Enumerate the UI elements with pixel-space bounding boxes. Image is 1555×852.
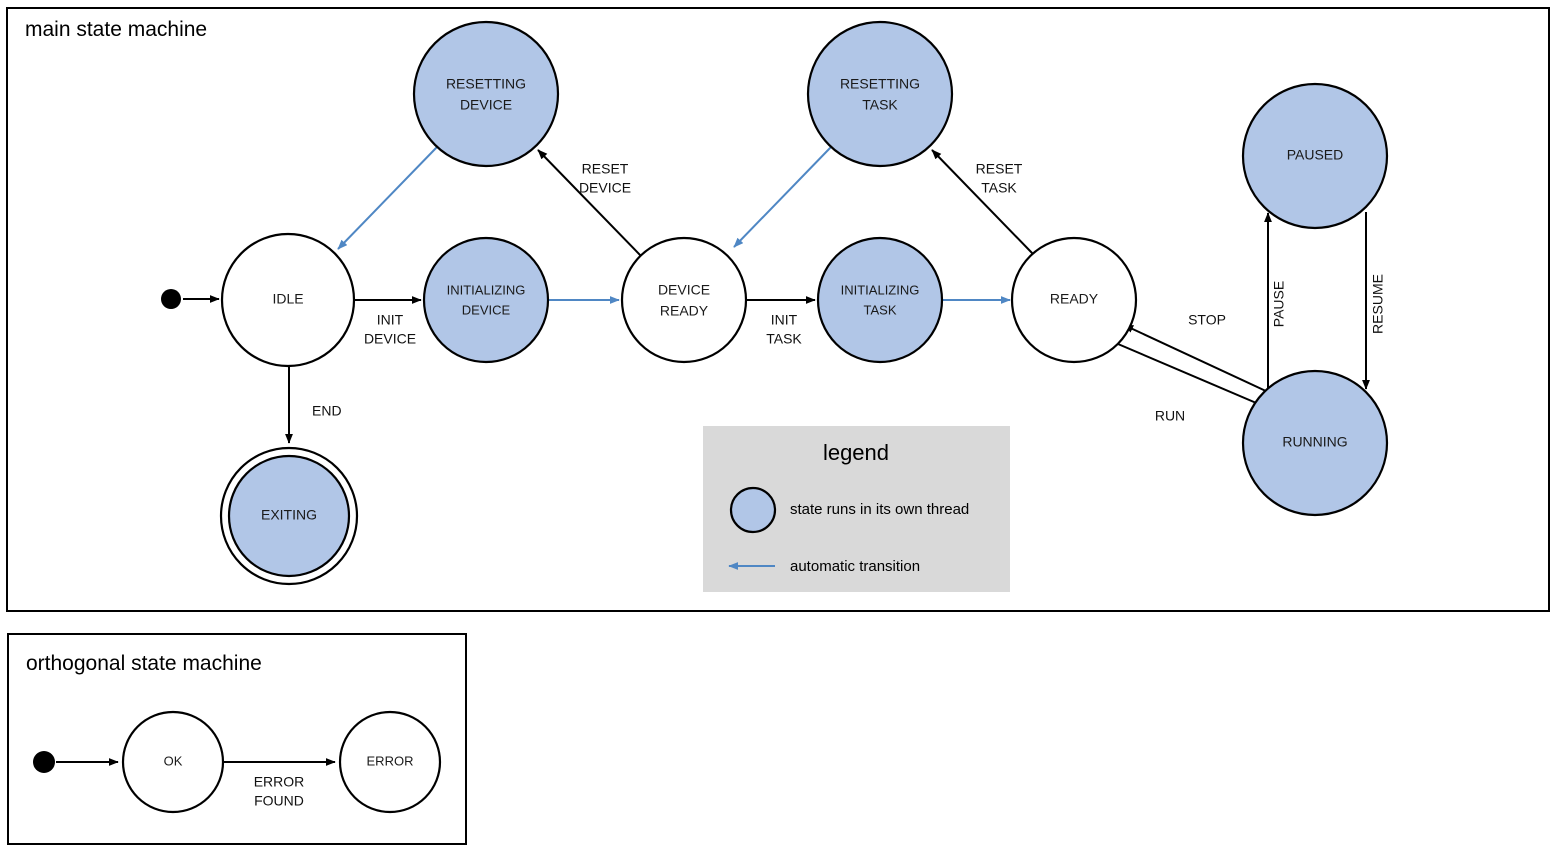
edge-resetting-device-idle: [337, 146, 438, 250]
orthogonal-frame-title: orthogonal state machine: [26, 652, 262, 675]
state-initializing-task-label-line1: INITIALIZING: [841, 282, 920, 297]
state-exiting-outer-ring: [219, 446, 359, 586]
state-paused-label: PAUSED: [1287, 147, 1344, 163]
edge-label-init-device-line1: INIT: [377, 312, 404, 328]
edge-running-ready: [1123, 324, 1269, 393]
state-resetting-task-label-line2: TASK: [862, 97, 898, 113]
state-resetting-task-label-line1: RESETTING: [840, 76, 920, 92]
edge-label-pause: PAUSE: [1271, 281, 1287, 327]
state-device-ready[interactable]: [620, 236, 748, 364]
state-paused[interactable]: [1241, 82, 1389, 230]
state-resetting-device-label-line1: RESETTING: [446, 76, 526, 92]
edge-label-error-found-line2: FOUND: [254, 793, 304, 809]
edge-label-reset-device-line2: DEVICE: [579, 180, 631, 196]
state-exiting-label: EXITING: [261, 507, 317, 523]
edge-label-stop: STOP: [1188, 312, 1226, 328]
state-idle[interactable]: [220, 232, 356, 368]
orthogonal-frame-box: [7, 633, 467, 845]
main-frame-title: main state machine: [25, 18, 207, 41]
state-ready[interactable]: [1010, 236, 1138, 364]
edge-device-ready-resetting-device: [537, 149, 642, 257]
legend-thread-state-swatch: [729, 486, 777, 534]
state-error-label: ERROR: [367, 753, 414, 768]
edge-label-init-task-line1: INIT: [771, 312, 798, 328]
edge-label-error-found-line1: ERROR: [254, 774, 305, 790]
edge-label-resume: RESUME: [1370, 274, 1386, 334]
orthogonal-initial-state-marker: [33, 751, 55, 773]
state-initializing-task[interactable]: [816, 236, 944, 364]
state-error[interactable]: [338, 710, 442, 814]
edge-label-end: END: [312, 403, 342, 419]
state-running-label: RUNNING: [1282, 434, 1347, 450]
state-ok-label: OK: [164, 753, 183, 768]
edge-label-reset-task-line2: TASK: [981, 180, 1017, 196]
initial-state-marker: [161, 289, 181, 309]
state-device-ready-label-line2: READY: [660, 303, 709, 319]
state-device-ready-label-line1: DEVICE: [658, 282, 710, 298]
state-initializing-device[interactable]: [422, 236, 550, 364]
edge-label-reset-task-line1: RESET: [976, 161, 1023, 177]
edge-label-init-task-line2: TASK: [766, 331, 802, 347]
edge-ready-running: [1117, 343, 1269, 409]
state-ready-label: READY: [1050, 291, 1099, 307]
state-exiting[interactable]: [227, 454, 351, 578]
state-initializing-device-label-line2: DEVICE: [462, 302, 511, 317]
state-resetting-device-label-line2: DEVICE: [460, 97, 512, 113]
state-running[interactable]: [1241, 369, 1389, 517]
state-initializing-device-label-line1: INITIALIZING: [447, 282, 526, 297]
state-ok[interactable]: [121, 710, 225, 814]
main-frame-box: [6, 7, 1550, 612]
legend-thread-state-text: state runs in its own thread: [790, 501, 969, 518]
state-idle-label: IDLE: [272, 291, 303, 307]
legend-title: legend: [823, 440, 889, 465]
edge-label-run: RUN: [1155, 408, 1185, 424]
state-initializing-task-label-line2: TASK: [864, 302, 897, 317]
edge-label-reset-device-line1: RESET: [582, 161, 629, 177]
edge-label-init-device-line2: DEVICE: [364, 331, 416, 347]
edge-ready-resetting-task: [931, 149, 1034, 255]
edge-resetting-task-device-ready: [733, 146, 832, 248]
legend-auto-transition-text: automatic transition: [790, 558, 920, 575]
state-resetting-device[interactable]: [412, 20, 560, 168]
state-resetting-task[interactable]: [806, 20, 954, 168]
